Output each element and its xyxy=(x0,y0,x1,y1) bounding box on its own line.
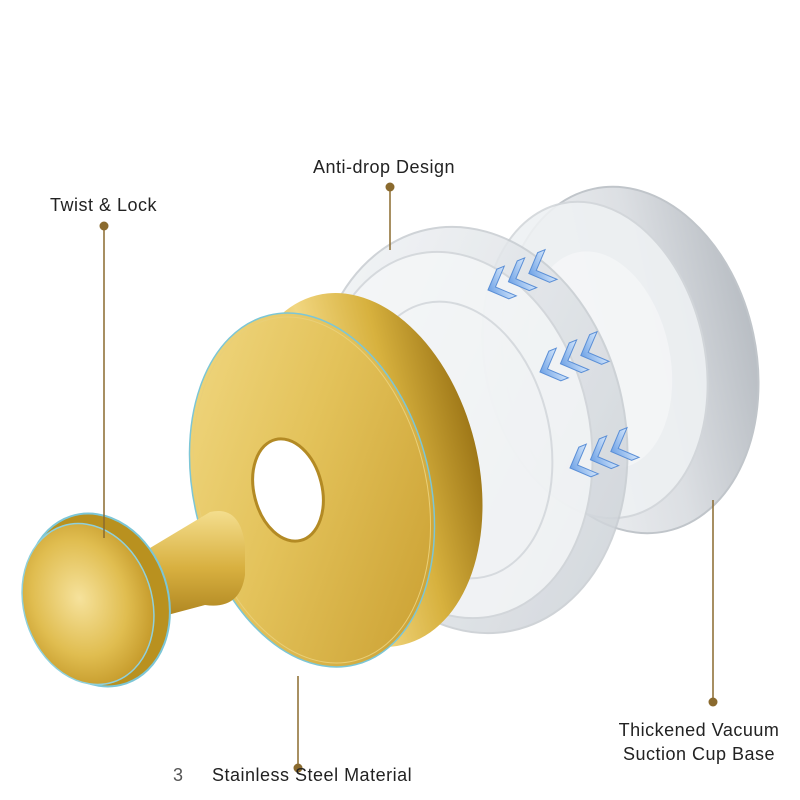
label-vacuum-line1: Thickened Vacuum xyxy=(618,720,780,740)
label-vacuum-line2: Suction Cup Base xyxy=(622,744,776,764)
callout-dot-icon xyxy=(99,221,109,231)
label-anti-drop: Anti-drop Design xyxy=(313,157,456,177)
gold-disc-mount xyxy=(188,293,483,668)
callout-steel xyxy=(293,676,303,773)
callout-dot-icon xyxy=(708,697,718,707)
callout-vacuum-base xyxy=(708,500,718,707)
callout-anti-drop xyxy=(385,182,395,250)
label-vacuum-base: Thickened Vacuum Suction Cup Base xyxy=(604,718,794,766)
callout-twist-lock xyxy=(99,221,109,538)
hook-cap xyxy=(21,512,171,688)
label-stainless-steel: Stainless Steel Material xyxy=(212,765,413,785)
callout-dot-icon xyxy=(385,182,395,192)
callout-dot-icon xyxy=(293,763,303,773)
label-twist-lock: Twist & Lock xyxy=(50,195,158,215)
label-fragment: 3 xyxy=(173,765,184,785)
